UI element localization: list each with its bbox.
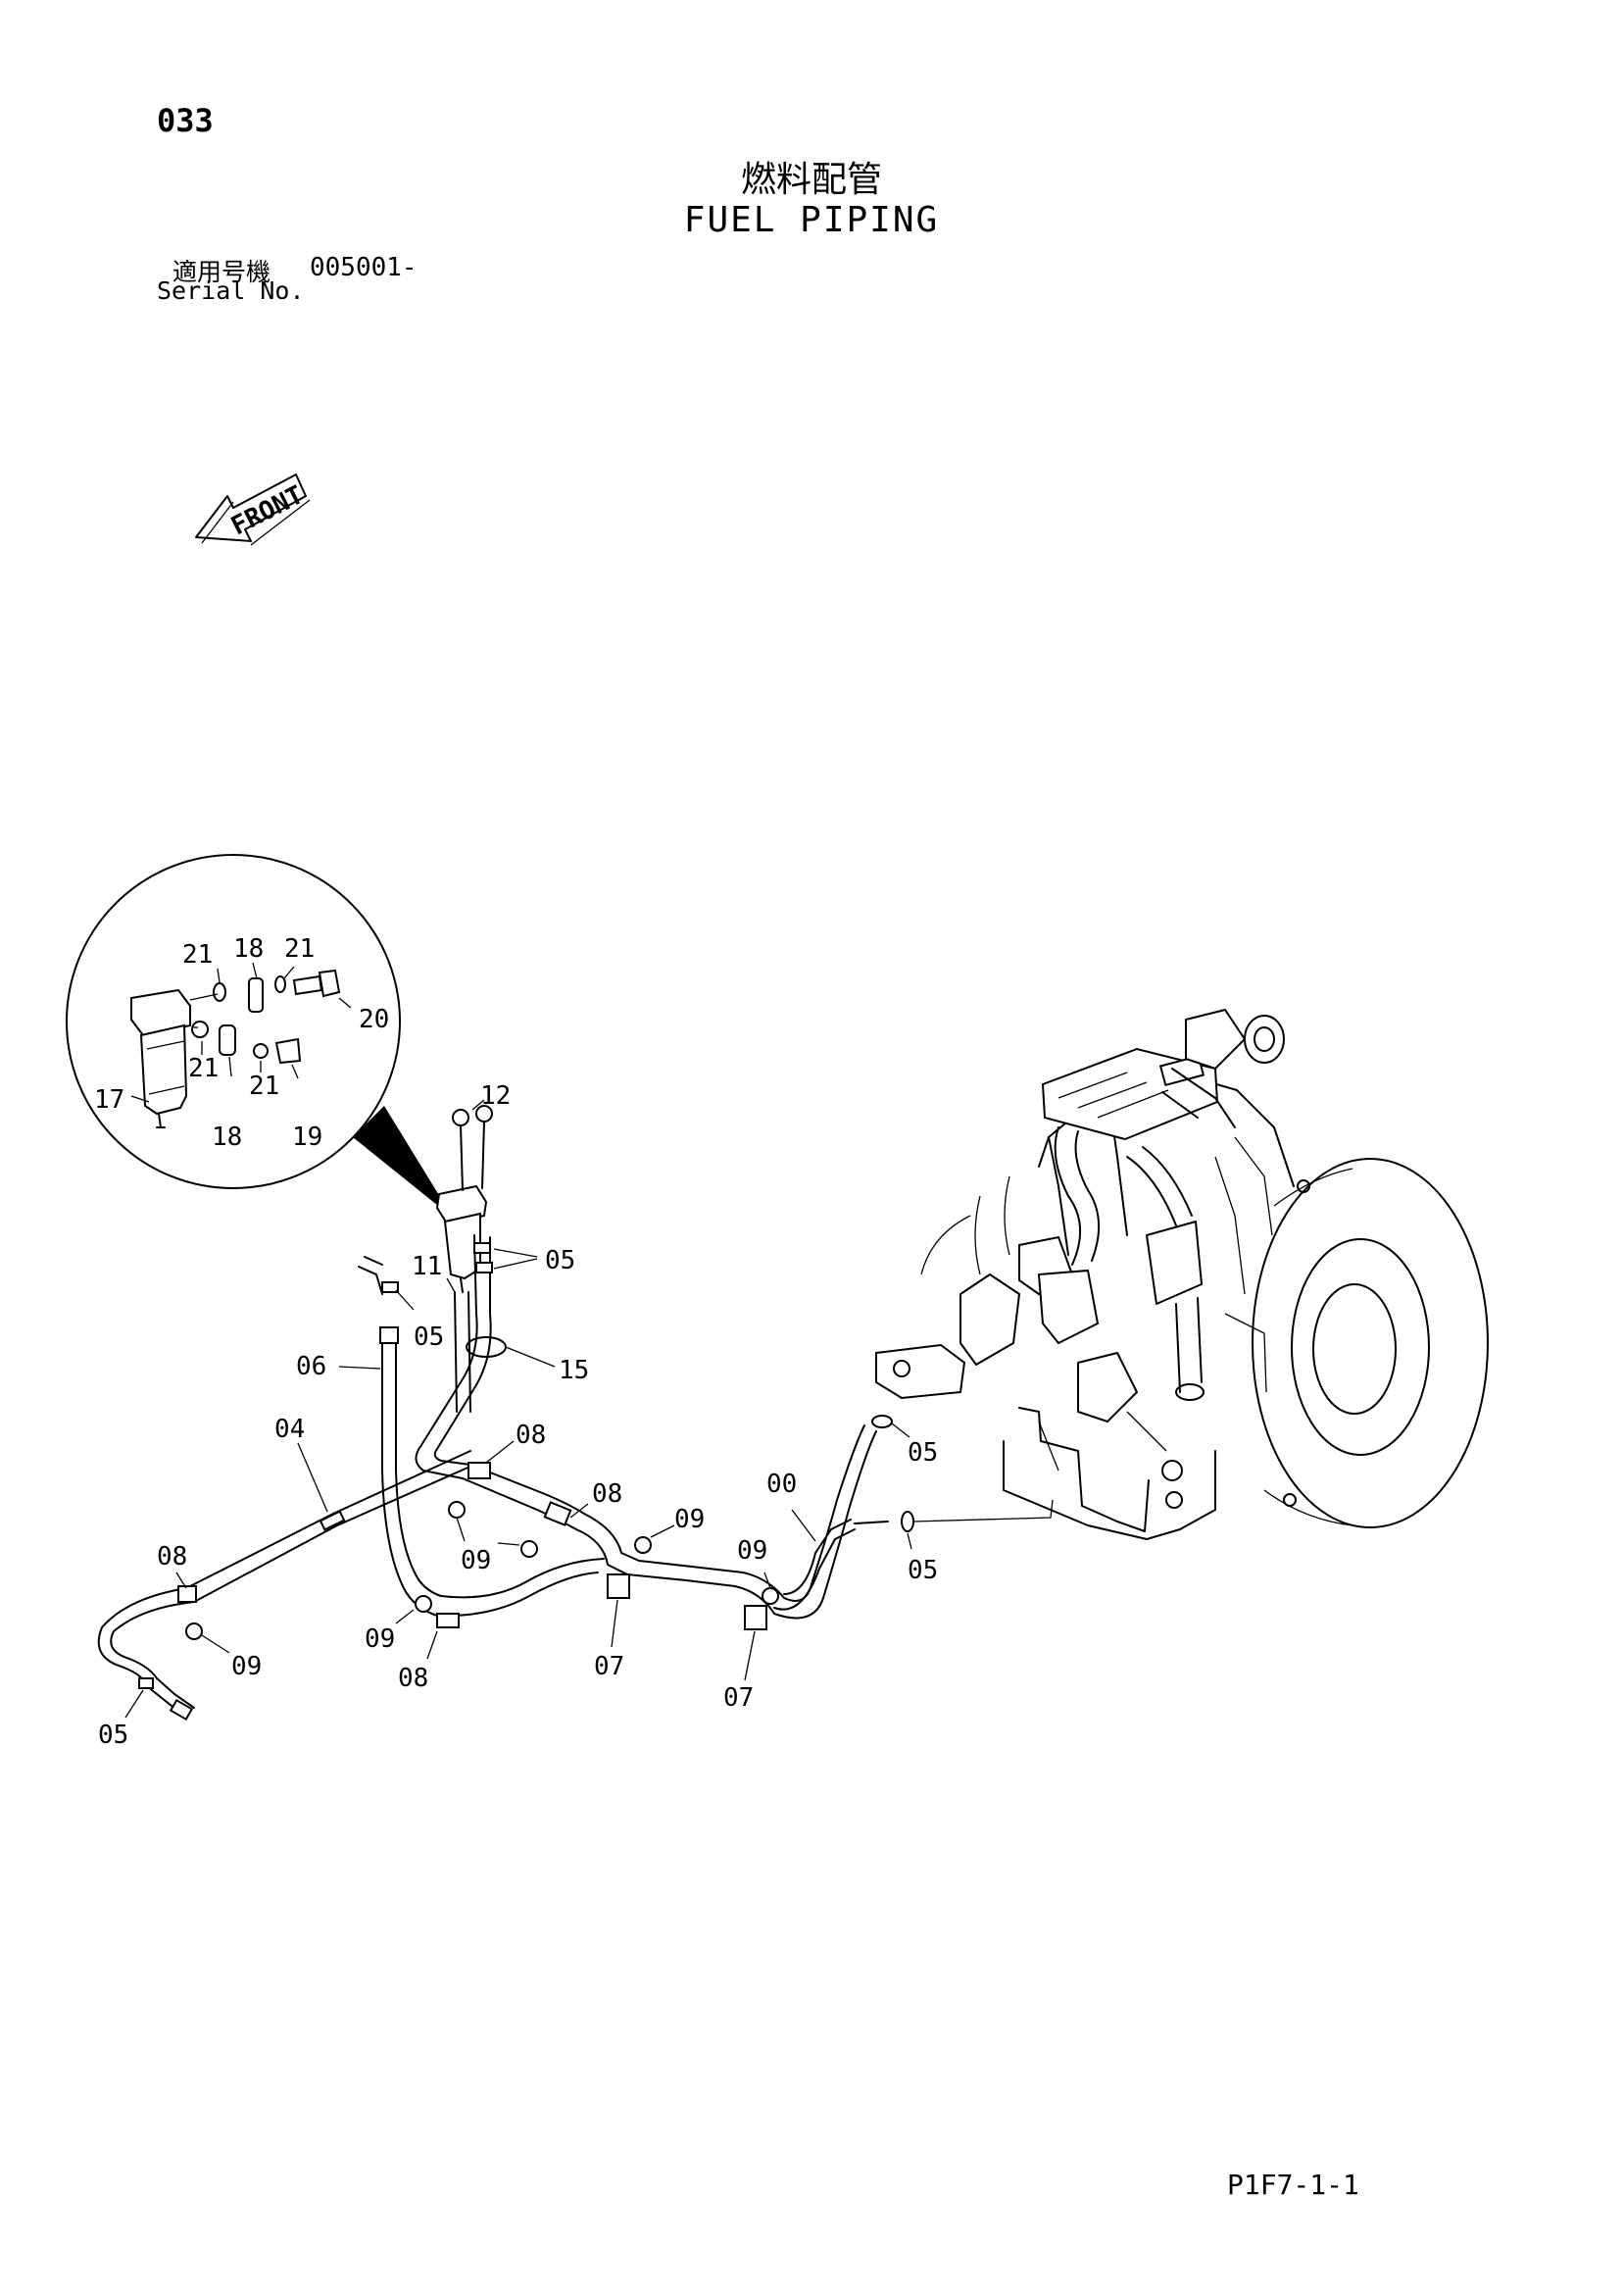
bolt-icon xyxy=(762,1587,779,1605)
front-arrow-icon: FRONT xyxy=(195,474,311,546)
callout-05b: 05 xyxy=(414,1323,444,1352)
callout-07b: 07 xyxy=(723,1683,754,1713)
inset-callout-21a: 21 xyxy=(182,940,213,970)
callout-04: 04 xyxy=(274,1415,305,1444)
callout-08a: 08 xyxy=(157,1542,187,1572)
callout-06: 06 xyxy=(296,1352,326,1381)
inset-callout-21d: 21 xyxy=(249,1072,279,1101)
callout-09a: 09 xyxy=(231,1652,262,1681)
bolt-icon xyxy=(415,1595,432,1613)
page-number: 033 xyxy=(157,102,214,139)
callout-05c: 05 xyxy=(98,1721,128,1750)
callout-05e: 05 xyxy=(908,1556,938,1585)
callout-09e: 09 xyxy=(737,1536,767,1566)
inset-pointer xyxy=(353,1106,453,1218)
callout-05d: 05 xyxy=(908,1438,938,1468)
engine-assembly xyxy=(875,1008,1489,1540)
callout-12: 12 xyxy=(480,1081,511,1111)
page-code: P1F7-1-1 xyxy=(1227,2169,1359,2201)
fuel-filter: 12 xyxy=(435,1081,511,1293)
inset-callout-20: 20 xyxy=(359,1005,389,1034)
callout-08d: 08 xyxy=(398,1664,428,1693)
serial-label-japanese: 適用号機 xyxy=(172,258,271,286)
callout-08c: 08 xyxy=(592,1479,622,1509)
flywheel-housing xyxy=(1252,1158,1489,1528)
detail-inset: 21 18 21 20 21 21 17 18 19 xyxy=(66,854,453,1218)
callout-15: 15 xyxy=(559,1356,589,1385)
bolt-icon xyxy=(634,1536,652,1554)
bolt-icon xyxy=(520,1540,538,1558)
callout-08b: 08 xyxy=(516,1421,546,1450)
inset-callout-18b: 18 xyxy=(212,1123,242,1152)
callout-07a: 07 xyxy=(594,1652,624,1681)
callout-11: 11 xyxy=(412,1252,442,1281)
page-title-japanese: 燃料配管 xyxy=(740,160,882,200)
callout-05a: 05 xyxy=(545,1246,575,1275)
serial-number-value: 005001- xyxy=(310,253,418,282)
inset-callout-18a: 18 xyxy=(233,934,264,964)
inset-callout-19: 19 xyxy=(292,1123,322,1152)
callout-09b: 09 xyxy=(461,1546,491,1575)
bolt-icon xyxy=(448,1501,466,1519)
bolt-icon xyxy=(185,1622,203,1640)
inset-callout-21b: 21 xyxy=(284,934,315,964)
serial-label: Serial No. xyxy=(157,276,305,305)
bolt-icon xyxy=(452,1109,469,1126)
callout-09c: 09 xyxy=(674,1505,705,1534)
page-title: FUEL PIPING xyxy=(683,200,940,240)
inset-callout-21c: 21 xyxy=(188,1054,219,1083)
fuel-hoses: 11 15 05 05 06 04 08 09 xyxy=(97,1234,1054,1750)
callout-09d: 09 xyxy=(365,1624,395,1654)
callout-00: 00 xyxy=(766,1470,797,1499)
inset-callout-17: 17 xyxy=(94,1085,124,1115)
